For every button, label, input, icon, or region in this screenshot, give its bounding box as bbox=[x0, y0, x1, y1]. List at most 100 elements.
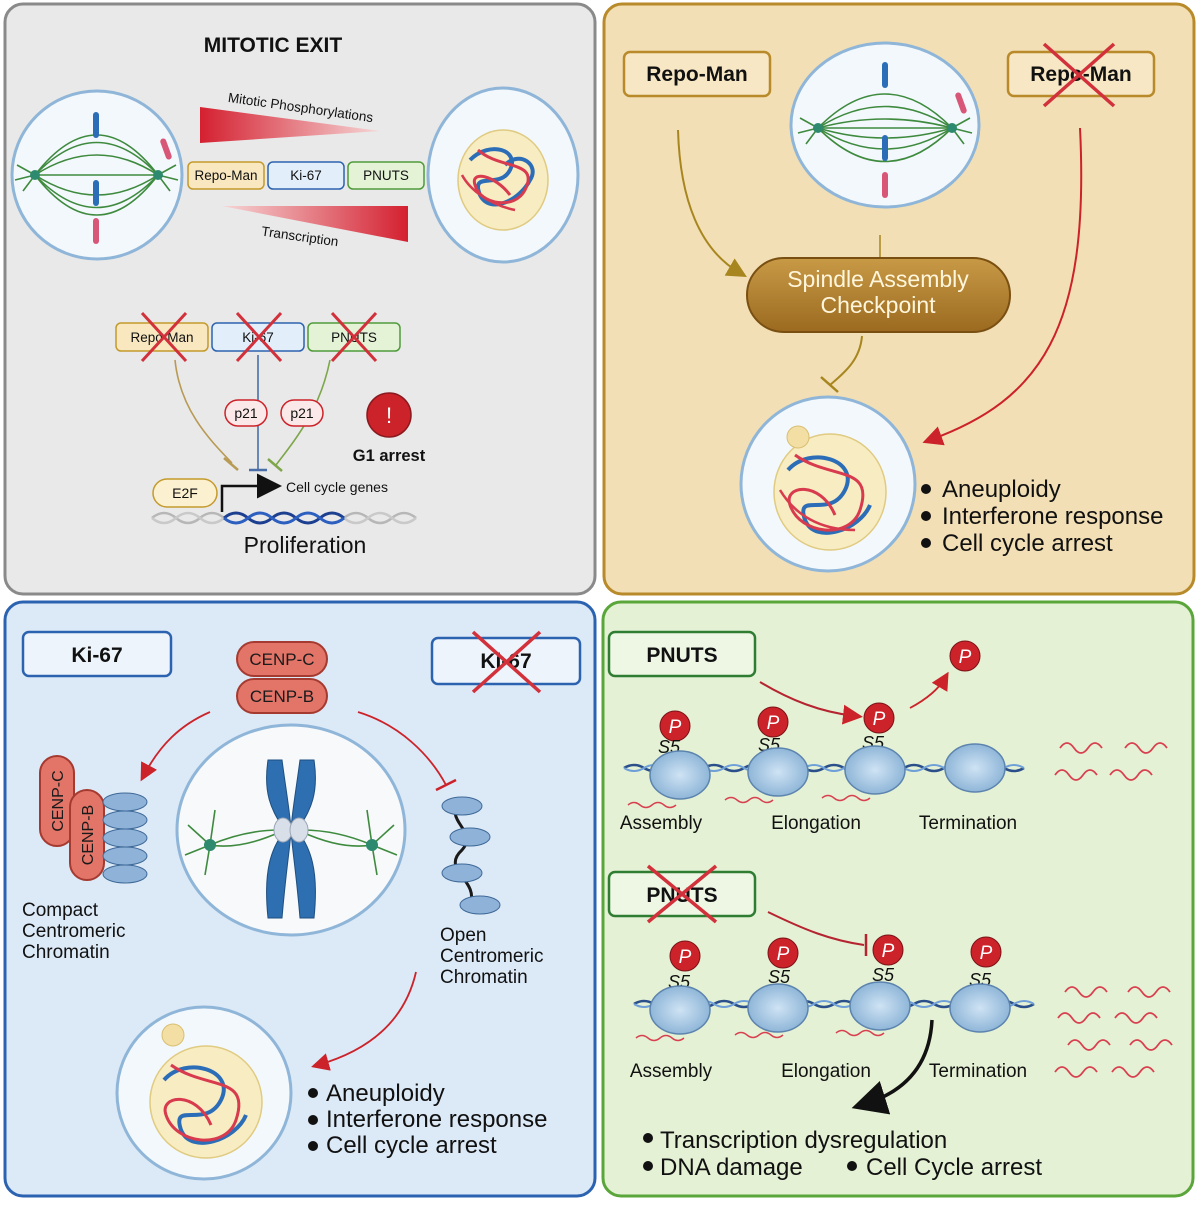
promoter-arrow bbox=[220, 473, 282, 512]
cenp-b-top: CENP-B bbox=[250, 687, 314, 706]
cenp-c-side: CENP-C bbox=[50, 770, 67, 831]
compact-line3: Chromatin bbox=[22, 942, 110, 963]
bullet-icon bbox=[308, 1141, 318, 1151]
protein-row: Repo-Man Ki-67 PNUTS bbox=[187, 161, 425, 190]
arrow-p-release bbox=[909, 671, 949, 709]
bullet-icon bbox=[308, 1115, 318, 1125]
knockout-cross-icon bbox=[140, 311, 378, 363]
outcome-cell-cycle-arrest: Cell cycle arrest bbox=[326, 1132, 497, 1159]
e2f-label: E2F bbox=[172, 485, 198, 501]
panel4-frame bbox=[601, 600, 1195, 1198]
p-badge: P bbox=[767, 713, 780, 734]
arrested-cell-icon bbox=[115, 1005, 293, 1181]
panel-pnuts: PNUTS P P P P S5 S5 S5 bbox=[601, 600, 1195, 1198]
protein-repo-man: Repo-Man bbox=[194, 168, 257, 183]
s5-label: S5 bbox=[768, 967, 791, 987]
p-badge: P bbox=[980, 943, 993, 964]
mitotic-cell-icon bbox=[789, 41, 981, 209]
p-badge: P bbox=[882, 941, 895, 962]
bullet-icon bbox=[643, 1133, 653, 1143]
cenp-c-top: CENP-C bbox=[249, 650, 314, 669]
p-badge: P bbox=[959, 647, 972, 668]
outcome-list: Aneuploidy Interferone response Cell cyc… bbox=[921, 476, 1163, 557]
polymerase-icons-top bbox=[627, 743, 1006, 809]
chromosome-cell-icon bbox=[175, 723, 407, 937]
stage-elongation: Elongation bbox=[781, 1061, 871, 1082]
outcome-aneuploidy: Aneuploidy bbox=[942, 476, 1061, 503]
outcome-cell-cycle-arrest: Cell Cycle arrest bbox=[866, 1154, 1042, 1181]
bullet-icon bbox=[921, 484, 931, 494]
stage-termination: Termination bbox=[919, 813, 1017, 834]
outcome-cell-cycle-arrest: Cell cycle arrest bbox=[942, 530, 1113, 557]
bullet-icon bbox=[308, 1088, 318, 1098]
inhibit-sac bbox=[829, 335, 863, 386]
panel-mitotic-exit: MITOTIC EXIT bbox=[3, 2, 597, 596]
transcription-gradient bbox=[222, 206, 408, 242]
bullet-icon bbox=[921, 538, 931, 548]
mitotic-cell-icon bbox=[10, 89, 184, 261]
sac-label-line1: Spindle Assembly bbox=[787, 266, 969, 292]
bullet-icon bbox=[847, 1161, 857, 1171]
compact-chromatin-icon: CENP-C CENP-B bbox=[39, 755, 148, 884]
rna-transcripts-top bbox=[1054, 742, 1168, 781]
open-chromatin-icon bbox=[441, 796, 501, 915]
open-line1: Open bbox=[440, 925, 486, 946]
compact-line1: Compact bbox=[22, 900, 99, 921]
p-badge: P bbox=[679, 947, 692, 968]
outcome-interferone: Interferone response bbox=[942, 503, 1163, 530]
stage-assembly: Assembly bbox=[620, 813, 703, 834]
p-badge: P bbox=[777, 944, 790, 965]
pnuts-label: PNUTS bbox=[646, 644, 717, 667]
bullet-icon bbox=[643, 1161, 653, 1171]
outcome-list: Transcription dysregulation DNA damage C… bbox=[643, 1127, 1042, 1181]
arrow-dysregulation bbox=[851, 1019, 934, 1115]
phospho-icons-bottom: P P P P bbox=[669, 934, 1002, 972]
inhibit-to-open bbox=[357, 711, 447, 786]
knockout-cross-icon bbox=[1042, 42, 1116, 108]
arrow-repo-man-ko-to-cell bbox=[922, 127, 1083, 446]
phospho-icons-top: P P P P bbox=[659, 640, 981, 742]
p-badge: P bbox=[873, 709, 886, 730]
interphase-cell-icon bbox=[426, 86, 580, 264]
dna-icon bbox=[151, 511, 417, 525]
stage-assembly: Assembly bbox=[630, 1061, 713, 1082]
outcome-aneuploidy: Aneuploidy bbox=[326, 1080, 445, 1107]
arrow-pnuts-dephos bbox=[759, 681, 863, 725]
repo-man-label: Repo-Man bbox=[646, 63, 748, 86]
outcome-dna-damage: DNA damage bbox=[660, 1154, 803, 1181]
knockout-row: Repo-Man Ki-67 PNUTS bbox=[115, 311, 401, 363]
protein-pnuts: PNUTS bbox=[363, 168, 409, 183]
stage-elongation: Elongation bbox=[771, 813, 861, 834]
outcome-interferone: Interferone response bbox=[326, 1106, 547, 1133]
sac-label-line2: Checkpoint bbox=[820, 292, 936, 318]
ki67-label: Ki-67 bbox=[71, 644, 122, 667]
sac-box bbox=[746, 257, 1011, 333]
polymerase-icons-bottom bbox=[635, 981, 1011, 1042]
p21-left: p21 bbox=[234, 405, 258, 421]
knockout-cross-icon bbox=[471, 630, 542, 694]
alert-symbol: ! bbox=[386, 403, 392, 428]
p-badge: P bbox=[669, 717, 682, 738]
g1-arrest-label: G1 arrest bbox=[353, 447, 426, 465]
stage-termination: Termination bbox=[929, 1061, 1027, 1082]
panel-ki67: Ki-67 Ki-67 CENP-C CENP-B CENP-C CENP-B … bbox=[3, 600, 597, 1198]
proliferation-label: Proliferation bbox=[244, 532, 367, 558]
cenp-b-side: CENP-B bbox=[80, 805, 97, 865]
rna-transcripts-bottom bbox=[1054, 986, 1173, 1078]
compact-line2: Centromeric bbox=[22, 921, 125, 942]
p21-right: p21 bbox=[290, 405, 314, 421]
bullet-icon bbox=[921, 511, 931, 521]
knockout-cross-icon bbox=[646, 864, 718, 924]
inhibit-pnuts-ko bbox=[767, 911, 865, 946]
arrow-to-compact bbox=[140, 711, 211, 782]
protein-ki67: Ki-67 bbox=[290, 168, 322, 183]
cell-cycle-genes-label: Cell cycle genes bbox=[286, 479, 388, 495]
arrow-repo-man-to-sac bbox=[677, 129, 747, 277]
arrow-to-cell bbox=[311, 971, 417, 1071]
open-line2: Centromeric bbox=[440, 946, 543, 967]
panel1-title: MITOTIC EXIT bbox=[204, 34, 343, 57]
alert-icon bbox=[366, 392, 412, 438]
phosphorylation-gradient bbox=[200, 107, 380, 143]
arrested-cell-icon bbox=[739, 395, 917, 573]
open-line3: Chromatin bbox=[440, 967, 528, 988]
